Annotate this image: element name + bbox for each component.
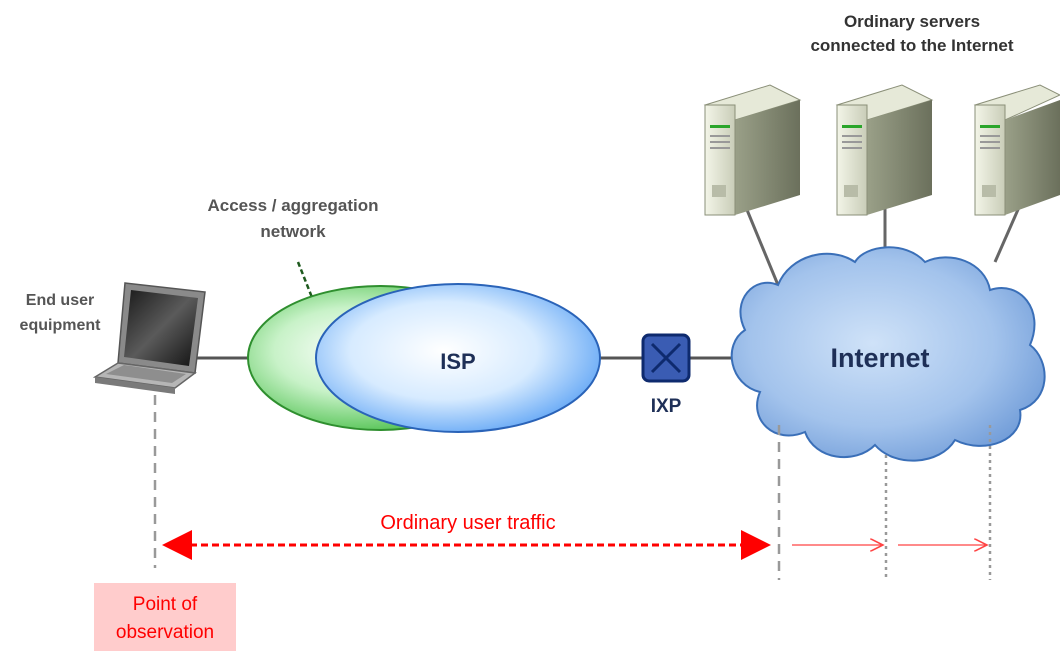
servers-label-line2: connected to the Internet [810,36,1013,55]
internet-label: Internet [830,343,929,373]
isp-label: ISP [440,349,475,374]
isp-ellipse [315,283,601,433]
access-label-line2: network [260,222,326,241]
server-link-1 [743,204,780,286]
server-icon-3 [973,84,1060,216]
end-user-label-line2: equipment [20,317,102,334]
server-link-3 [993,204,1022,263]
ixp-label: IXP [651,396,682,417]
server-icon-1 [703,84,802,216]
internet-cloud [730,246,1046,462]
laptop-icon [92,282,206,394]
access-label-pointer [296,261,315,301]
observation-box [94,583,236,651]
ixp-switch-icon [641,333,691,383]
observation-label-line1: Point of [133,594,198,615]
servers-label-line1: Ordinary servers [844,12,980,31]
traffic-label: Ordinary user traffic [380,512,555,534]
access-label-line1: Access / aggregation [207,196,378,215]
end-user-label-line1: End user [26,292,94,309]
observation-label-line2: observation [116,622,214,643]
server-icon-2 [835,84,934,216]
